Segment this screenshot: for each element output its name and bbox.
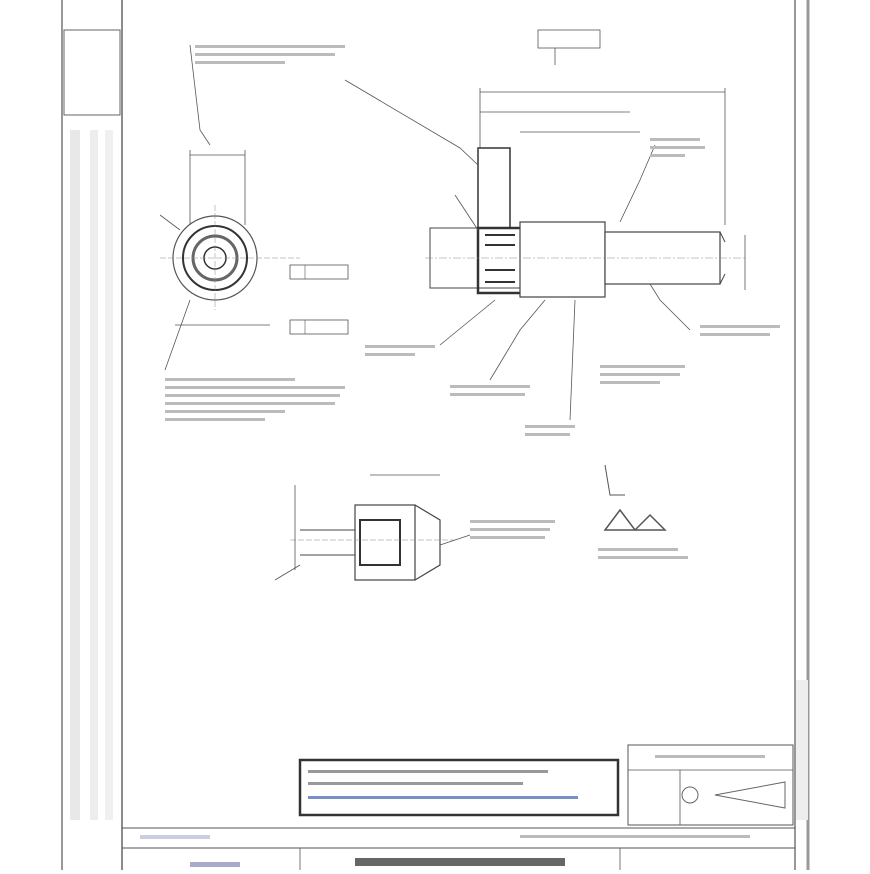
note-line bbox=[308, 782, 523, 785]
tolerance-frame-2 bbox=[289, 319, 349, 335]
note-line bbox=[450, 393, 525, 396]
thread-marks bbox=[485, 234, 515, 283]
note-line bbox=[450, 385, 530, 388]
note-line bbox=[195, 53, 335, 56]
leader-lower-mid bbox=[489, 299, 546, 381]
detail-cone bbox=[414, 504, 441, 581]
leader-shank bbox=[649, 283, 691, 331]
note-line bbox=[470, 528, 550, 531]
projection-symbol-cone bbox=[714, 781, 786, 809]
note-line bbox=[470, 520, 555, 523]
leader-flange-2 bbox=[454, 194, 479, 231]
detail-view bbox=[274, 464, 688, 581]
chamfer-top bbox=[719, 231, 726, 243]
leader-lower-left bbox=[439, 299, 496, 346]
detail-leader-right bbox=[439, 534, 471, 546]
doc-number-box bbox=[63, 29, 121, 116]
note-line bbox=[700, 333, 770, 336]
note-line bbox=[165, 410, 285, 413]
note-line bbox=[650, 154, 685, 157]
note-line bbox=[165, 402, 335, 405]
notes-strip-band-2 bbox=[90, 130, 98, 820]
note-line bbox=[525, 433, 570, 436]
body-middle bbox=[519, 221, 606, 298]
note-line bbox=[470, 536, 545, 539]
weld-symbol bbox=[603, 508, 667, 532]
note-line bbox=[600, 373, 680, 376]
notes-strip-band-1 bbox=[70, 130, 80, 820]
note-line bbox=[195, 45, 345, 48]
footer-left-mark bbox=[140, 835, 210, 839]
title-block bbox=[627, 680, 808, 826]
title-block-frame bbox=[627, 744, 794, 826]
note-link-line bbox=[308, 796, 578, 799]
note-line bbox=[600, 381, 660, 384]
leader-lower-right bbox=[569, 299, 576, 421]
projection-symbol-circle bbox=[681, 786, 699, 804]
note-line bbox=[520, 835, 750, 838]
bottom-note-box bbox=[298, 758, 620, 817]
leader-bottom bbox=[164, 299, 191, 371]
footer-small-mark bbox=[190, 862, 240, 867]
weld-leader bbox=[604, 464, 625, 496]
tolerance-frame-1 bbox=[289, 264, 349, 280]
detail-leader-left bbox=[274, 564, 301, 581]
note-line bbox=[165, 386, 345, 389]
leader-flange bbox=[344, 79, 479, 166]
leader-left bbox=[159, 214, 181, 231]
end-view-note-top bbox=[195, 45, 345, 64]
note-line bbox=[165, 378, 295, 381]
datum-frame bbox=[537, 29, 601, 49]
end-view-note-bottom bbox=[165, 378, 345, 421]
detail-body bbox=[354, 504, 416, 581]
footer-title-mark bbox=[355, 858, 565, 866]
end-view bbox=[159, 44, 349, 421]
leader-top bbox=[189, 44, 211, 146]
note-line bbox=[165, 418, 265, 421]
note-line bbox=[165, 394, 340, 397]
note-line bbox=[700, 325, 780, 328]
footer bbox=[122, 827, 795, 870]
note-box-frame bbox=[298, 758, 620, 817]
side-view-notes bbox=[365, 138, 780, 436]
side-view bbox=[344, 29, 780, 436]
note-line bbox=[365, 353, 415, 356]
chamfer-bottom bbox=[719, 273, 726, 285]
note-line bbox=[365, 345, 435, 348]
note-line bbox=[650, 146, 705, 149]
left-notes-strip bbox=[70, 130, 113, 820]
note-line bbox=[650, 138, 700, 141]
note-line bbox=[195, 61, 285, 64]
flange-block bbox=[477, 147, 511, 229]
revision-column bbox=[796, 680, 808, 820]
note-line bbox=[308, 770, 548, 773]
notes-strip-band-3 bbox=[105, 130, 113, 820]
detail-thread bbox=[359, 519, 401, 566]
note-line bbox=[600, 365, 685, 368]
note-line bbox=[525, 425, 575, 428]
detail-notes bbox=[470, 520, 555, 539]
note-line bbox=[655, 755, 765, 758]
note-line bbox=[598, 556, 688, 559]
note-line bbox=[598, 548, 678, 551]
